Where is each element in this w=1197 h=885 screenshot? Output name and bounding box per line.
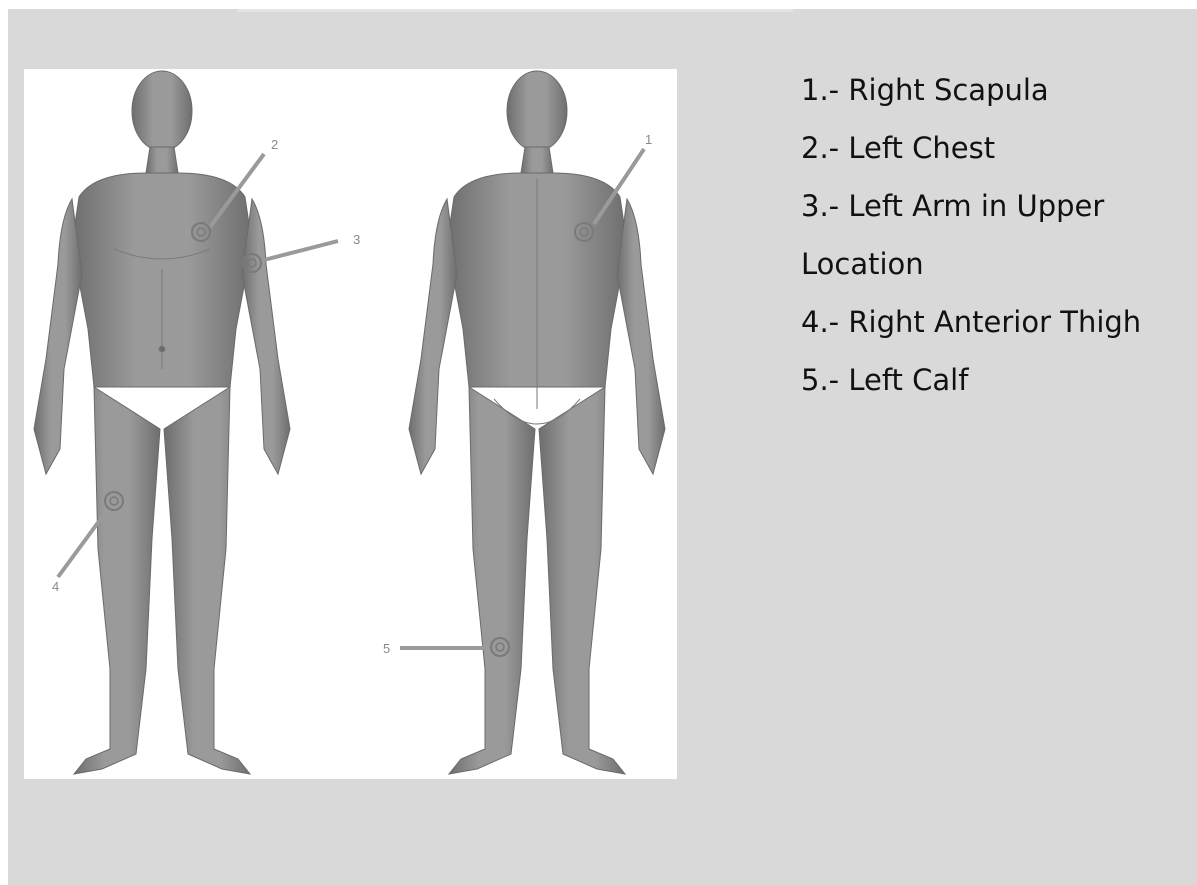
- legend-item-text: Right Scapula: [848, 73, 1048, 107]
- legend-item-number: 5.-: [801, 363, 839, 397]
- legend-item-number: 3.-: [801, 189, 839, 223]
- legend-item-number: 1.-: [801, 73, 839, 107]
- legend-item-number: 2.-: [801, 131, 839, 165]
- marker-label-3: 3: [353, 232, 360, 247]
- legend-item-text: Right Anterior Thigh: [848, 305, 1141, 339]
- slide: 1 2 3 4: [8, 9, 1197, 885]
- legend-item-text: Left Chest: [848, 131, 995, 165]
- legend-item-text: Left Calf: [848, 363, 968, 397]
- marker-label-1: 1: [645, 132, 652, 147]
- body-figure-panel: 1 2 3 4: [24, 69, 677, 779]
- location-legend: 1.- Right Scapula 2.- Left Chest 3.- Lef…: [801, 61, 1191, 409]
- legend-item-text: Left Arm in Upper Location: [801, 189, 1104, 281]
- legend-item-left-chest: 2.- Left Chest: [801, 119, 1191, 177]
- legend-item-right-anterior-thigh: 4.- Right Anterior Thigh: [801, 293, 1191, 351]
- legend-item-number: 4.-: [801, 305, 839, 339]
- front-body-figure: [34, 71, 290, 774]
- marker-label-5: 5: [383, 641, 390, 656]
- body-diagram: 1 2 3 4: [24, 69, 677, 779]
- legend-item-left-calf: 5.- Left Calf: [801, 351, 1191, 409]
- legend-item-right-scapula: 1.- Right Scapula: [801, 61, 1191, 119]
- legend-item-left-arm: 3.- Left Arm in Upper Location: [801, 177, 1191, 293]
- top-strip: [238, 9, 793, 12]
- marker-label-2: 2: [271, 137, 278, 152]
- marker-label-4: 4: [52, 579, 59, 594]
